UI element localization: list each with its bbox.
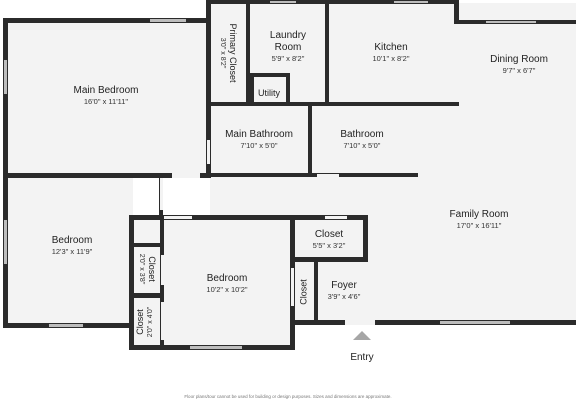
room-dimensions: 12'3" x 11'9" [51, 247, 93, 256]
room-name: Closet [135, 309, 145, 335]
room-closet-left-lower: Closet 2'0" x 4'0" [135, 307, 155, 338]
disclaimer: Floor plans/tour cannot be used for buil… [184, 394, 392, 399]
room-name: Primary Closet [228, 23, 238, 83]
room-name: Kitchen [374, 42, 408, 53]
room-name: Main Bathroom [225, 129, 293, 140]
room-dimensions: 3'0" x 8'2" [219, 37, 226, 69]
room-dimensions: 17'0" x 16'11" [456, 221, 502, 230]
room-name: Family Room [449, 209, 509, 220]
room-bedroom-left: Bedroom 12'3" x 11'9" [52, 235, 93, 257]
room-name: Utility [258, 88, 280, 98]
room-foyer: Foyer 3'9" x 4'6" [328, 280, 361, 302]
room-foyer-closet: Closet [299, 279, 310, 305]
room-closet-left-upper: Closet 2'0" x 3'8" [137, 254, 157, 285]
room-dimensions: 10'1" x 8'2" [372, 54, 410, 63]
room-name: Foyer [331, 280, 357, 291]
room-laundry: Laundry Room 5'9" x 8'2" [264, 30, 312, 64]
entry-label: Entry [350, 352, 374, 363]
room-closet-center: Closet 5'5" x 3'2" [313, 229, 346, 251]
room-utility: Utility [258, 87, 280, 99]
room-name: Bathroom [340, 129, 384, 140]
floor-fills [5, 3, 576, 348]
room-dimensions: 2'0" x 3'8" [138, 253, 145, 285]
room-bedroom-center: Bedroom 10'2" x 10'2" [206, 273, 247, 295]
room-dining: Dining Room 9'7" x 6'7" [490, 54, 548, 76]
room-dimensions: 5'9" x 8'2" [271, 54, 305, 63]
doorways [160, 106, 418, 340]
room-name: Laundry Room [269, 30, 307, 53]
room-dimensions: 7'10" x 5'0" [240, 141, 278, 150]
room-dimensions: 7'10" x 5'0" [343, 141, 381, 150]
room-dimensions: 16'0" x 11'11" [83, 97, 129, 106]
room-dimensions: 10'2" x 10'2" [206, 285, 248, 294]
room-bathroom: Bathroom 7'10" x 5'0" [340, 129, 383, 151]
room-name: Main Bedroom [73, 85, 139, 96]
room-dimensions: 3'9" x 4'6" [327, 292, 361, 301]
room-name: Bedroom [206, 273, 248, 284]
room-name: Bedroom [51, 235, 93, 246]
windows [4, 1, 536, 349]
room-kitchen: Kitchen 10'1" x 8'2" [373, 42, 410, 64]
room-name: Dining Room [490, 54, 548, 65]
room-dimensions: 5'5" x 3'2" [312, 241, 346, 250]
room-dimensions: 9'7" x 6'7" [502, 66, 536, 75]
room-dimensions: 2'0" x 4'0" [147, 306, 154, 338]
room-family-room: Family Room 17'0" x 16'11" [450, 209, 509, 231]
entry-arrow-icon [353, 331, 371, 340]
room-name: Closet [147, 256, 157, 282]
room-name: Closet [298, 279, 309, 305]
room-main-bedroom: Main Bedroom 16'0" x 11'11" [73, 85, 138, 107]
room-primary-closet: Primary Closet 3'0" x 8'2" [218, 23, 238, 82]
room-main-bathroom: Main Bathroom 7'10" x 5'0" [225, 129, 293, 151]
room-name: Closet [314, 229, 344, 240]
